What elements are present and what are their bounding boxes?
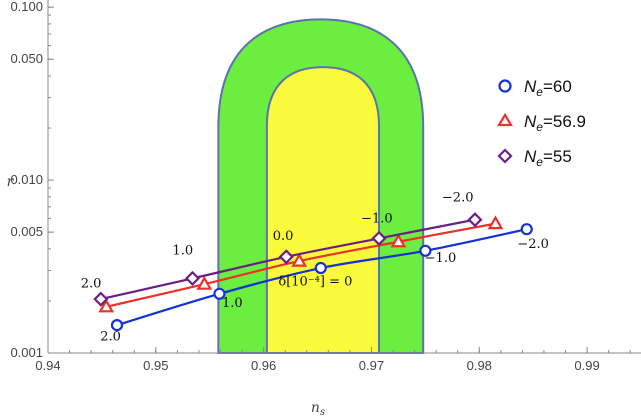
- x-axis-label-symbol: n: [311, 400, 320, 416]
- svg-text:Ne=56.9: Ne=56.9: [524, 112, 586, 134]
- x-tick-label: 0.99: [574, 358, 599, 373]
- point-annotation: 2.0: [100, 330, 121, 345]
- y-tick-label: 0.001: [10, 345, 43, 360]
- x-tick-label: 0.96: [251, 358, 276, 373]
- series-1: [98, 215, 504, 313]
- data-point-diamond: [184, 270, 201, 286]
- point-annotation: −1.0: [361, 211, 393, 226]
- legend-subscript: e: [536, 85, 543, 99]
- legend-suffix: =56.9: [543, 112, 586, 131]
- legend-marker-circle: [498, 79, 512, 93]
- legend-item-ne56-9: Ne=56.9: [497, 112, 586, 134]
- data-point-triangle: [196, 275, 213, 290]
- legend-subscript: e: [536, 120, 543, 134]
- y-tick-label: 0.010: [10, 172, 43, 187]
- x-tick-label: 0.97: [359, 358, 384, 373]
- annotations: 2.0 1.0 δ[10⁻⁴] = 0 −1.0 −2.0 2.0 1.0 0.0 −1.0 −2…: [81, 191, 549, 345]
- data-point-diamond: [93, 291, 109, 307]
- data-series: [93, 212, 533, 332]
- svg-text:Ne=60: Ne=60: [524, 77, 572, 99]
- point-annotation: 2.0: [81, 276, 102, 291]
- x-tick-label: 0.94: [35, 358, 60, 373]
- y-tick-label: 0.100: [10, 0, 43, 14]
- data-point-circle: [213, 287, 226, 300]
- legend-subscript: e: [536, 155, 543, 169]
- svg-text:Ne=55: Ne=55: [524, 147, 572, 169]
- data-point-diamond: [278, 249, 294, 265]
- legend-suffix: =55: [543, 147, 572, 166]
- data-point-circle: [110, 318, 124, 332]
- point-annotation: −2.0: [442, 191, 474, 206]
- axis-ticks: 0.94 0.95 0.96 0.97 0.98 0.99 0.001 0.005 0.010 0…: [10, 0, 631, 373]
- y-axis-label: r: [7, 174, 15, 190]
- point-annotation: 1.0: [222, 296, 243, 311]
- x-axis-label: ns: [311, 400, 325, 417]
- x-axis-label-sub: s: [320, 407, 325, 417]
- legend-symbol: N: [524, 112, 537, 131]
- legend-marker-diamond: [497, 148, 513, 164]
- point-annotation: 0.0: [273, 229, 294, 244]
- y-tick-label: 0.005: [10, 224, 43, 239]
- point-annotation: δ[10⁻⁴] = 0: [278, 275, 352, 290]
- point-annotation: −2.0: [517, 237, 549, 252]
- contour-inner-68: [265, 66, 381, 354]
- data-point-diamond: [371, 230, 387, 246]
- series-0: [110, 223, 533, 332]
- legend-item-ne60: Ne=60: [498, 77, 572, 99]
- data-point-triangle: [98, 298, 115, 313]
- legend: Ne=60 Ne=56.9 Ne=55: [497, 77, 586, 169]
- data-point-triangle: [390, 233, 407, 248]
- legend-item-ne55: Ne=55: [497, 147, 572, 169]
- data-point-circle: [520, 223, 533, 236]
- series-2: [93, 212, 483, 307]
- legend-suffix: =60: [543, 77, 572, 96]
- legend-symbol: N: [524, 147, 537, 166]
- data-point-circle: [419, 244, 432, 257]
- data-point-triangle: [487, 215, 504, 230]
- confidence-contours: [217, 18, 425, 354]
- point-annotation: −1.0: [425, 251, 457, 266]
- legend-symbol: N: [524, 77, 537, 96]
- point-annotation: 1.0: [172, 244, 193, 259]
- legend-marker-triangle: [497, 112, 513, 127]
- data-point-diamond: [467, 212, 483, 228]
- data-point-circle: [314, 261, 327, 275]
- x-tick-label: 0.98: [467, 358, 492, 373]
- x-tick-label: 0.95: [143, 358, 168, 373]
- y-tick-label: 0.050: [10, 51, 43, 66]
- data-point-triangle: [291, 252, 308, 267]
